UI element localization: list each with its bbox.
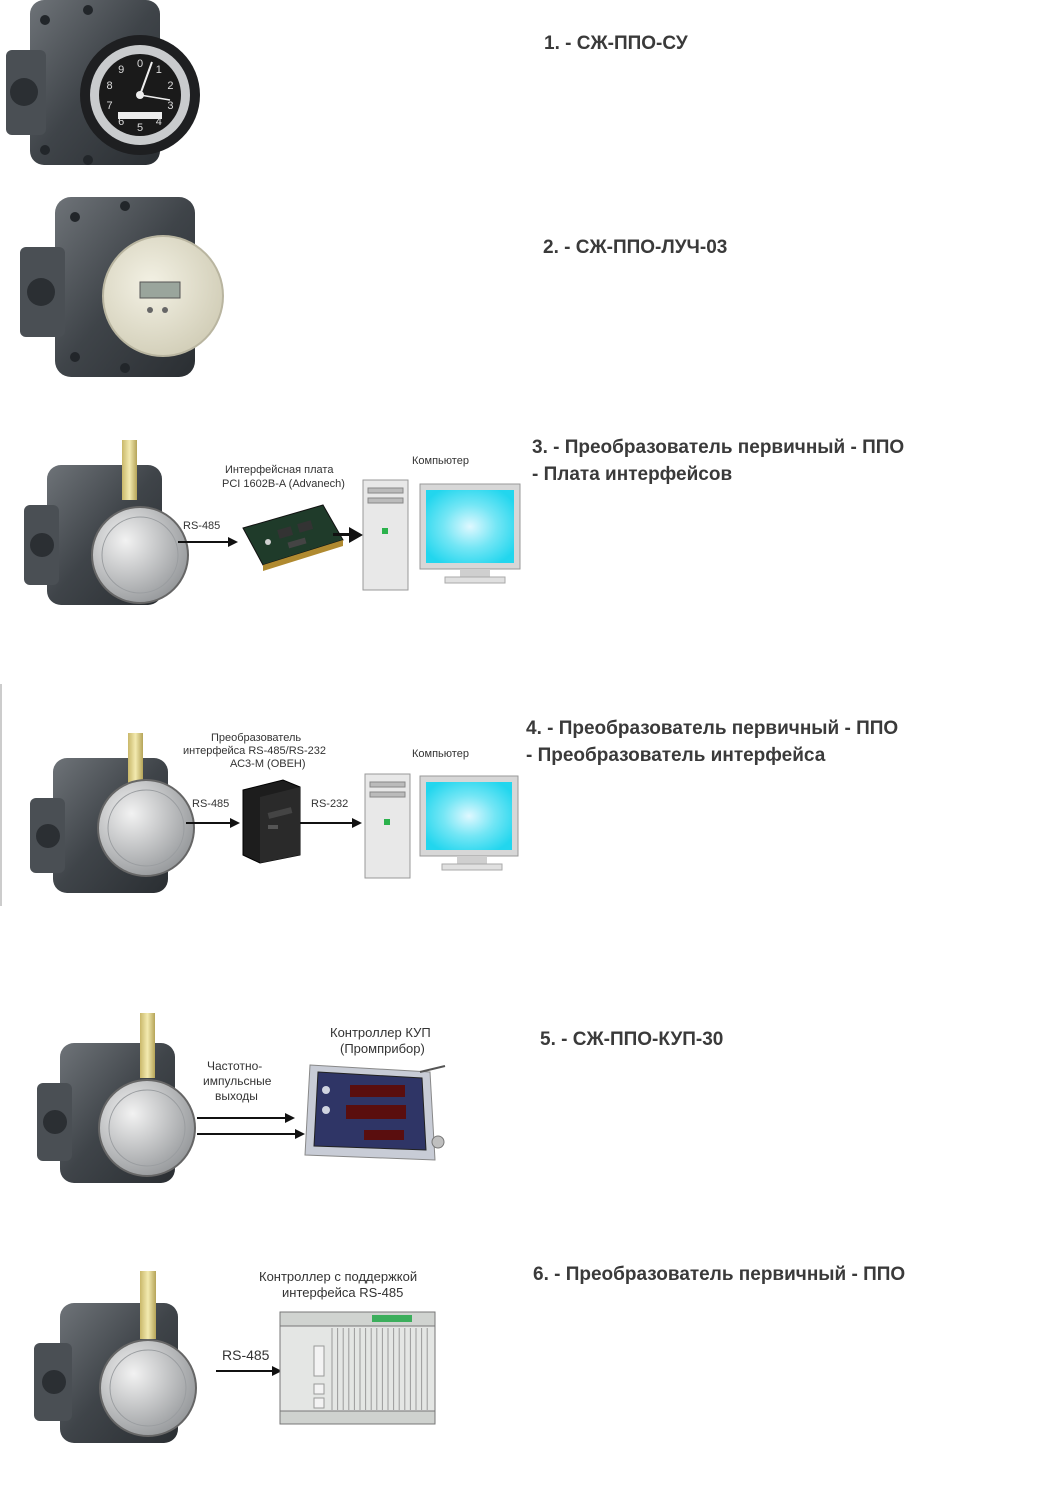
item-4-arrowhead-in (230, 818, 240, 828)
item-5-arrow-2 (197, 1133, 297, 1135)
item-3-caption-line-1: 3. - Преобразователь первичный - ППО (532, 437, 905, 458)
item-4-rs232-label: RS-232 (311, 798, 349, 810)
item-3-board-label-1: Интерфейсная плата (225, 464, 334, 476)
computer-image (362, 479, 521, 591)
item-5-arrowhead-2 (295, 1129, 305, 1139)
item-5-controller-label-1: Контроллер КУП (330, 1025, 431, 1040)
dial-number: 4 (156, 116, 162, 128)
interface-board-image (242, 504, 344, 571)
dial-number: 9 (118, 64, 124, 76)
item-3-arrowhead-1 (228, 537, 238, 547)
item-5-outputs-label-2: импульсные (203, 1074, 272, 1088)
item-2-caption: 2. - СЖ-ППО-ЛУЧ-03 (543, 237, 728, 258)
flowmeter-ppo-image (34, 1271, 197, 1443)
dial-number: 1 (156, 64, 162, 76)
item-4-converter-label-1: Преобразователь (211, 732, 302, 744)
item-4-arrowhead-out (352, 818, 362, 828)
item-5-caption: 5. - СЖ-ППО-КУП-30 (540, 1029, 724, 1050)
item-3-arrow-2 (333, 533, 351, 536)
item-3-arrow-1 (178, 541, 228, 543)
item-3-computer-label: Компьютер (412, 455, 469, 467)
dial-number: 7 (107, 100, 113, 112)
dial-number: 8 (107, 80, 113, 92)
item-3-rs485-label: RS-485 (183, 520, 221, 532)
dial-number: 2 (167, 80, 173, 92)
item-5-arrowhead-1 (285, 1113, 295, 1123)
flowmeter-luch-image (20, 197, 224, 377)
item-5-arrow-1 (197, 1117, 287, 1119)
dial-number: 3 (167, 100, 173, 112)
item-4-arrow-in (186, 822, 232, 824)
item-4-caption-line-1: 4. - Преобразователь первичный - ППО (526, 718, 899, 739)
computer-image (364, 773, 519, 879)
item-5-outputs-label-1: Частотно- (207, 1059, 263, 1073)
flowmeter-ppo-image (24, 440, 189, 605)
item-4-rs485-label: RS-485 (192, 798, 230, 810)
item-6-arrowhead (272, 1366, 282, 1376)
dial-number: 0 (137, 58, 143, 70)
item-6-caption: 6. - Преобразователь первичный - ППО (533, 1264, 906, 1285)
dial-number: 6 (118, 116, 124, 128)
item-6-controller-label-1: Контроллер с поддержкой (259, 1269, 418, 1284)
rs485-controller-image (279, 1311, 436, 1425)
item-5-outputs-label-3: выходы (215, 1089, 258, 1103)
item-4-converter-label-3: АС3-М (ОВЕН) (230, 758, 306, 770)
item-6-controller-label-2: интерфейса RS-485 (282, 1285, 404, 1300)
kup-controller-image (304, 1064, 446, 1161)
item-3-board-label-2: PCI 1602B-A (Advanech) (222, 478, 345, 490)
flowmeter-ppo-image (37, 1013, 196, 1183)
item-4-arrow-out (300, 822, 354, 824)
flowmeter-dial-image: 0 12 34 5 67 89 (6, 0, 200, 165)
item-3-arrowhead-2 (349, 527, 363, 543)
item-4-caption-line-2: - Преобразователь интерфейса (526, 745, 826, 766)
item-4-computer-label: Компьютер (412, 748, 469, 760)
flowmeter-ppo-image (30, 733, 195, 893)
item-6-arrow (216, 1370, 274, 1372)
item-4-frame-edge (0, 684, 2, 906)
item-5-controller-label-2: (Промприбор) (340, 1041, 425, 1056)
dial-number: 5 (137, 122, 143, 134)
item-3-caption-line-2: - Плата интерфейсов (532, 464, 733, 485)
item-4-converter-label-2: интерфейса RS-485/RS-232 (183, 745, 327, 757)
item-1-caption: 1. - СЖ-ППО-СУ (544, 33, 688, 54)
item-6-rs485-label: RS-485 (222, 1347, 270, 1363)
interface-converter-image (242, 779, 301, 864)
